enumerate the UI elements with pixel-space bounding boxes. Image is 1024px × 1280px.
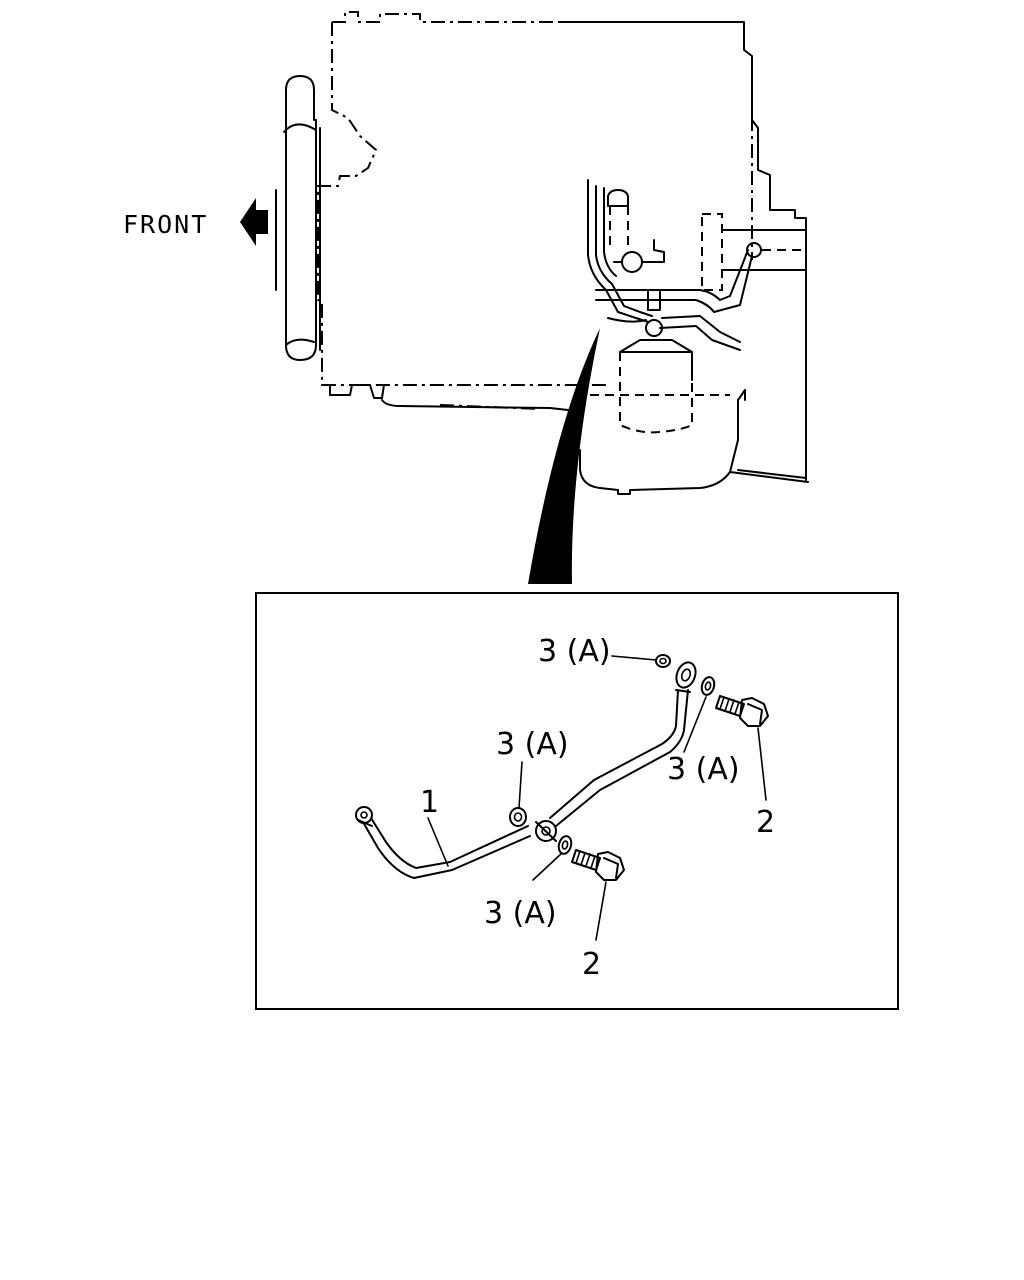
front-arrow-icon xyxy=(240,198,268,246)
washer-right xyxy=(700,676,716,696)
overview-oil-pipe xyxy=(587,179,762,351)
callout-washer-top: 3 (A) xyxy=(538,634,611,669)
bolt-lower xyxy=(571,849,625,881)
bolt-upper xyxy=(715,695,769,727)
callout-wedge-icon xyxy=(528,328,600,584)
washer-top xyxy=(655,654,671,668)
front-label: FRONT xyxy=(123,210,208,239)
dipstick-assembly xyxy=(607,189,665,273)
oil-filter xyxy=(619,339,693,434)
detail-view: 3 (A) 3 (A) 3 (A) 3 (A) 1 2 2 xyxy=(255,592,899,1010)
callout-washer-right: 3 (A) xyxy=(667,752,740,787)
washer-lower xyxy=(557,835,573,855)
oil-pipe-part-1 xyxy=(355,661,697,879)
callout-washer-mid-left: 3 (A) xyxy=(496,727,569,762)
engine-block xyxy=(317,11,807,481)
callout-pipe: 1 xyxy=(420,785,439,820)
detail-frame xyxy=(255,592,899,1010)
engine-overview: FRONT xyxy=(123,11,809,584)
callout-bolt-lower: 2 xyxy=(582,947,601,982)
leader-lines xyxy=(427,655,767,941)
oil-pan xyxy=(579,389,809,495)
washer-mid-left xyxy=(509,807,527,827)
callout-bolt-upper: 2 xyxy=(756,805,775,840)
radiator-tube xyxy=(275,75,321,361)
side-bracket xyxy=(701,213,807,291)
callout-washer-lower: 3 (A) xyxy=(484,896,557,931)
